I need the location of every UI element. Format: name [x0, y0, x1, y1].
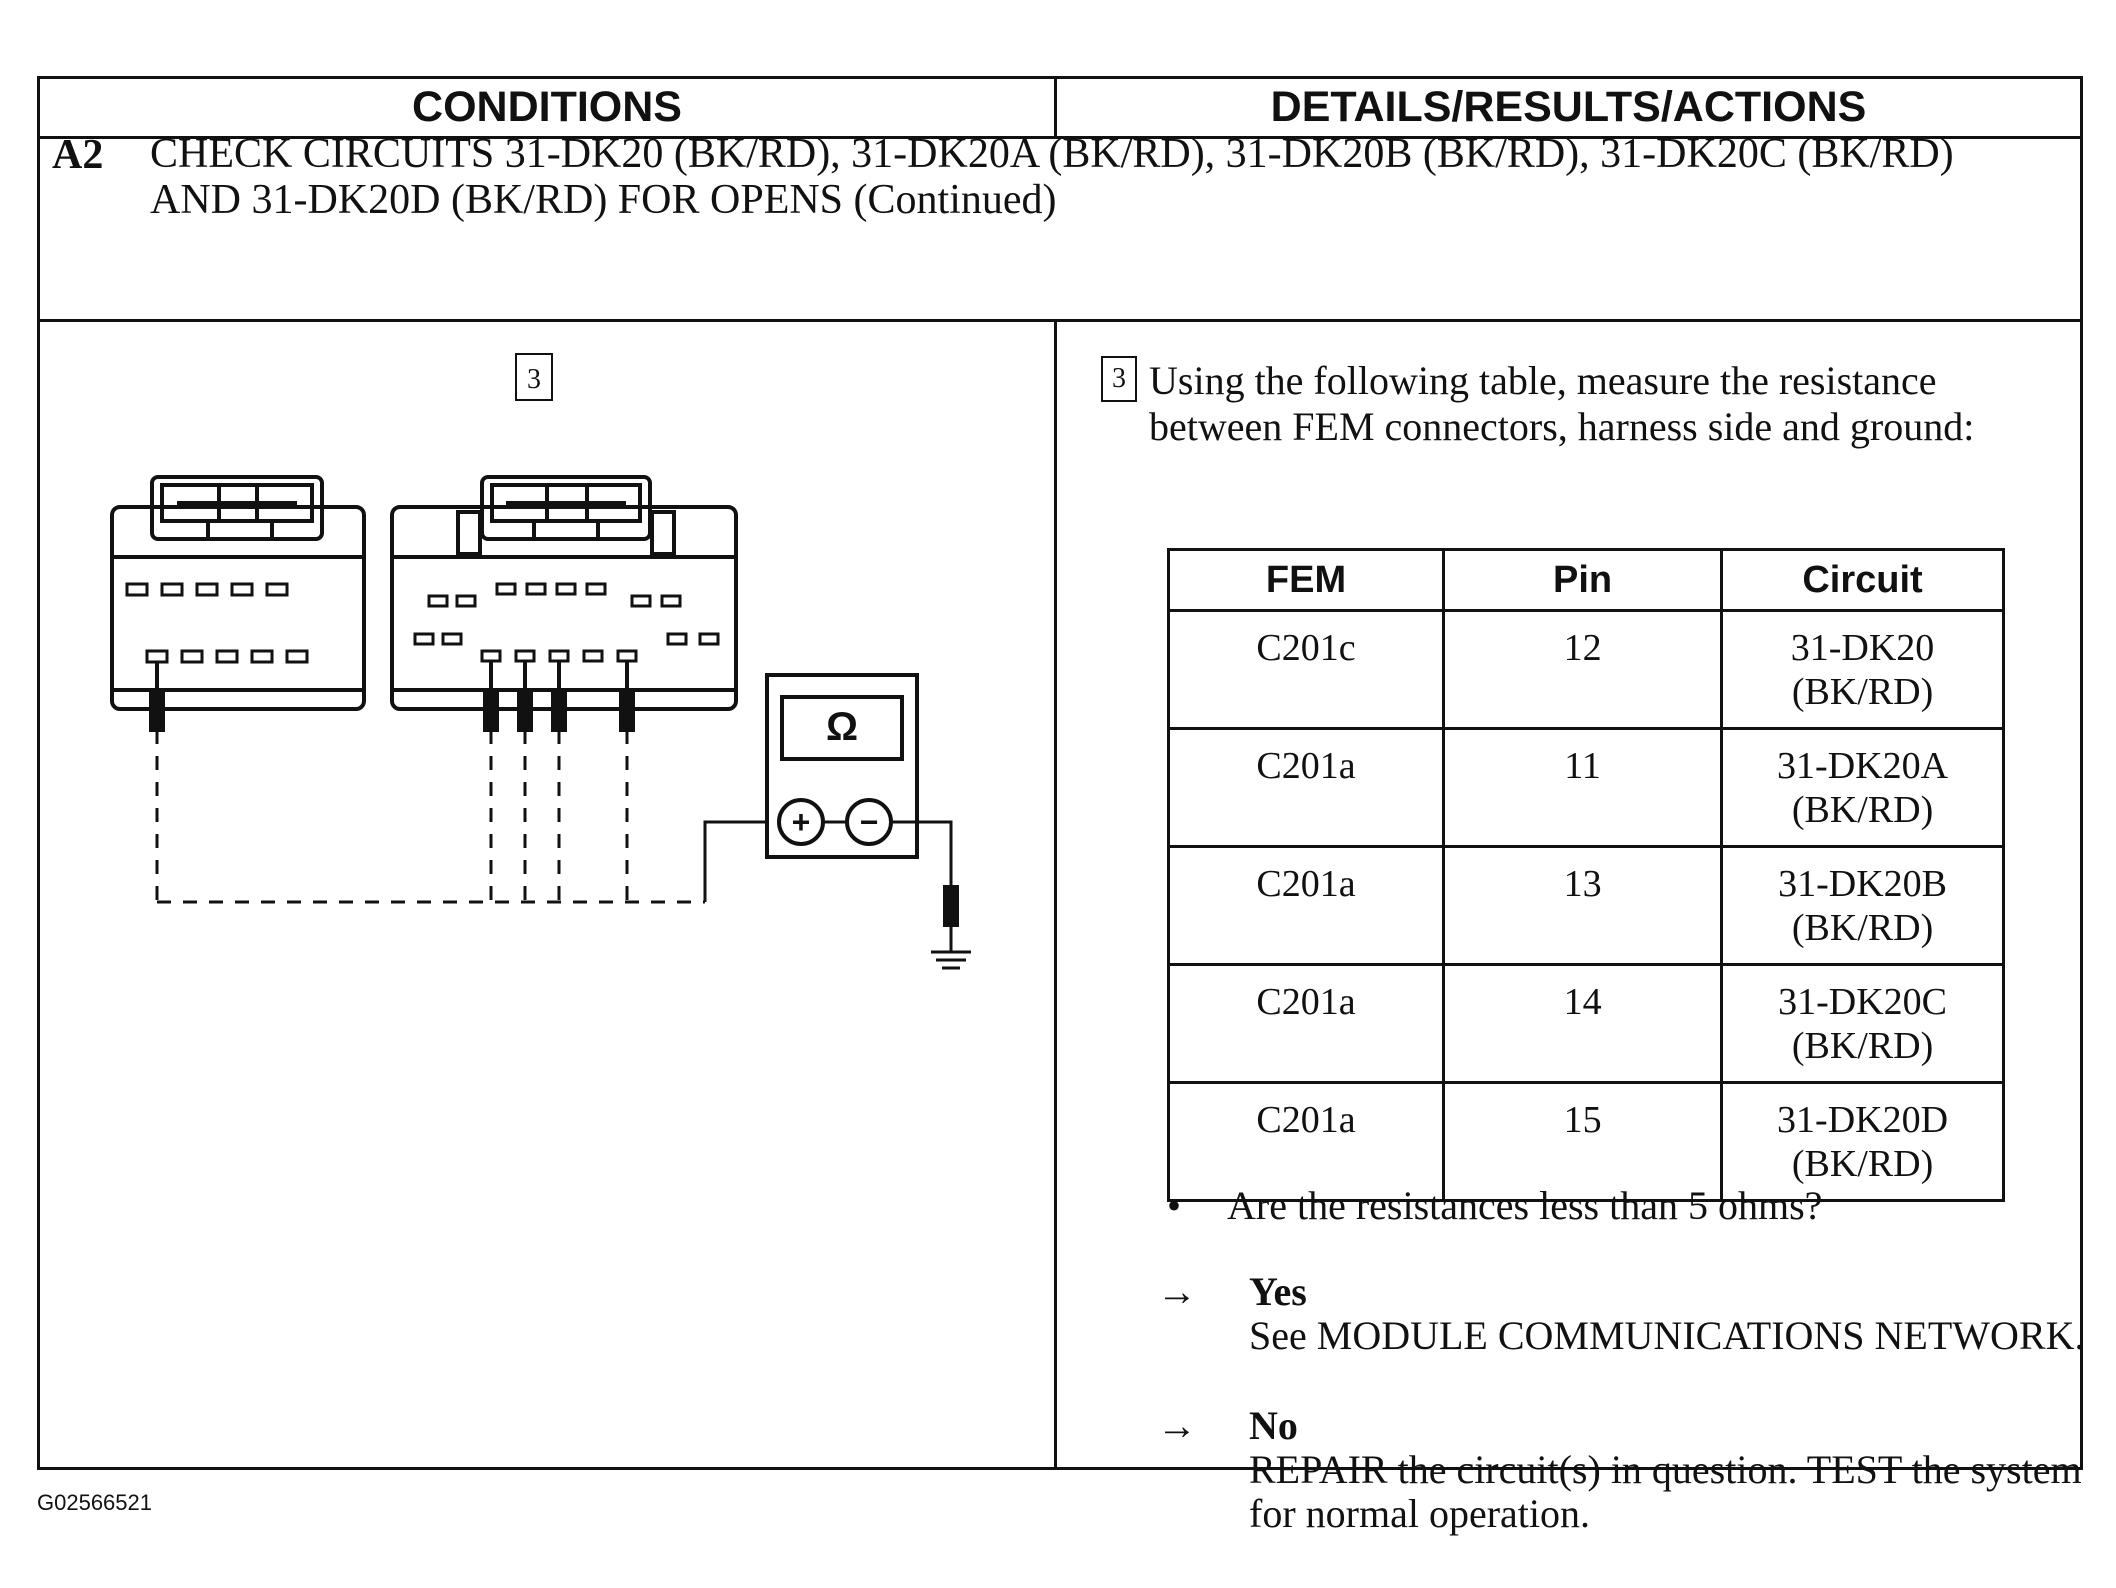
wire-color: (BK/RD)	[1791, 789, 1934, 831]
connector-c201c	[110, 475, 366, 732]
pin-table-header-row: FEM Pin Circuit	[1166, 548, 2005, 612]
conditions-panel: 3 Ω + −	[40, 322, 1054, 1467]
circuit-id: 31-DK20A	[1777, 745, 1949, 787]
wiring-diagram: 3 Ω + −	[110, 353, 971, 970]
col-fem: FEM	[1166, 548, 1446, 612]
pin-cell: 11	[1442, 727, 1724, 848]
ground-probe	[943, 885, 959, 927]
instruction-step-box: 3	[1101, 356, 1137, 402]
ohm-symbol: Ω	[826, 705, 858, 749]
col-circuit: Circuit	[1720, 548, 2005, 612]
answer-no-label: No	[1249, 1403, 1298, 1448]
pin-cell: 13	[1442, 845, 1724, 966]
step-heading: A2 CHECK CIRCUITS 31-DK20 (BK/RD), 31-DK…	[40, 131, 2080, 319]
wire-color: (BK/RD)	[1791, 1025, 1934, 1067]
question: • Are the resistances less than 5 ohms?	[1167, 1182, 1822, 1229]
circuit-cell: 31-DK20A(BK/RD)	[1720, 727, 2005, 848]
fem-cell: C201a	[1166, 727, 1446, 848]
fem-cell: C201c	[1166, 609, 1446, 730]
table-row: C201a 13 31-DK20B(BK/RD)	[1166, 845, 2005, 966]
heading-rule	[40, 319, 2080, 322]
pin-table: FEM Pin Circuit C201c 12 31-DK20(BK/RD) …	[1166, 548, 2005, 1202]
circuit-cell: 31-DK20(BK/RD)	[1720, 609, 2005, 730]
header-rule	[40, 136, 2080, 139]
step-title: CHECK CIRCUITS 31-DK20 (BK/RD), 31-DK20A…	[150, 131, 1954, 223]
circuit-id: 31-DK20B	[1778, 863, 1947, 905]
header-divider	[1054, 79, 1057, 136]
minus-terminal-label: −	[860, 804, 879, 840]
body-divider	[1054, 322, 1057, 1467]
details-header: DETAILS/RESULTS/ACTIONS	[1270, 83, 1867, 131]
conditions-header: CONDITIONS	[412, 83, 682, 131]
test-leads	[155, 730, 705, 904]
pin-cell: 12	[1442, 609, 1724, 730]
fem-cell: C201a	[1166, 1081, 1446, 1202]
figure-id: G02566521	[37, 1490, 152, 1515]
plus-terminal-label: +	[792, 804, 811, 840]
answer-yes-text: See MODULE COMMUNICATIONS NETWORK.	[1249, 1313, 2085, 1358]
bullet-icon: •	[1167, 1183, 1182, 1228]
table-row: C201a 11 31-DK20A(BK/RD)	[1166, 727, 2005, 848]
question-text: Are the resistances less than 5 ohms?	[1227, 1183, 1823, 1228]
positive-lead	[703, 820, 767, 902]
circuit-id: 31-DK20	[1790, 627, 1935, 669]
circuit-cell: 31-DK20C(BK/RD)	[1720, 963, 2005, 1084]
negative-lead	[891, 820, 953, 887]
fem-cell: C201a	[1166, 845, 1446, 966]
circuit-id: 31-DK20D	[1777, 1099, 1949, 1141]
answer-no-text: REPAIR the circuit(s) in question. TEST …	[1249, 1447, 2082, 1536]
step-id: A2	[52, 132, 104, 178]
circuit-cell: 31-DK20D(BK/RD)	[1720, 1081, 2005, 1202]
diagram-step-label: 3	[527, 364, 541, 395]
table-row: C201a 15 31-DK20D(BK/RD)	[1166, 1081, 2005, 1202]
circuit-cell: 31-DK20B(BK/RD)	[1720, 845, 2005, 966]
wire-color: (BK/RD)	[1791, 671, 1934, 713]
details-panel: 3 Using the following table, measure the…	[1057, 322, 2085, 1536]
ohmmeter	[765, 673, 919, 859]
diagnostic-table: CONDITIONS DETAILS/RESULTS/ACTIONS A2 CH…	[37, 76, 2085, 1536]
ground-icon	[931, 950, 971, 970]
arrow-right-icon: →	[1157, 1269, 1197, 1314]
diagram-step-box	[515, 353, 553, 401]
pin-cell: 15	[1442, 1081, 1724, 1202]
pin-cell: 14	[1442, 963, 1724, 1084]
arrow-right-icon: →	[1157, 1403, 1197, 1448]
fem-cell: C201a	[1166, 963, 1446, 1084]
answer-yes-label: Yes	[1249, 1269, 1307, 1314]
connector-c201a	[390, 475, 738, 732]
instruction-text: Using the following table, measure the r…	[1149, 358, 1975, 449]
wire-color: (BK/RD)	[1791, 1143, 1934, 1185]
wire-color: (BK/RD)	[1791, 907, 1934, 949]
col-pin: Pin	[1442, 548, 1724, 612]
table-row: C201c 12 31-DK20(BK/RD)	[1166, 609, 2005, 730]
circuit-id: 31-DK20C	[1778, 981, 1947, 1023]
table-row: C201a 14 31-DK20C(BK/RD)	[1166, 963, 2005, 1084]
